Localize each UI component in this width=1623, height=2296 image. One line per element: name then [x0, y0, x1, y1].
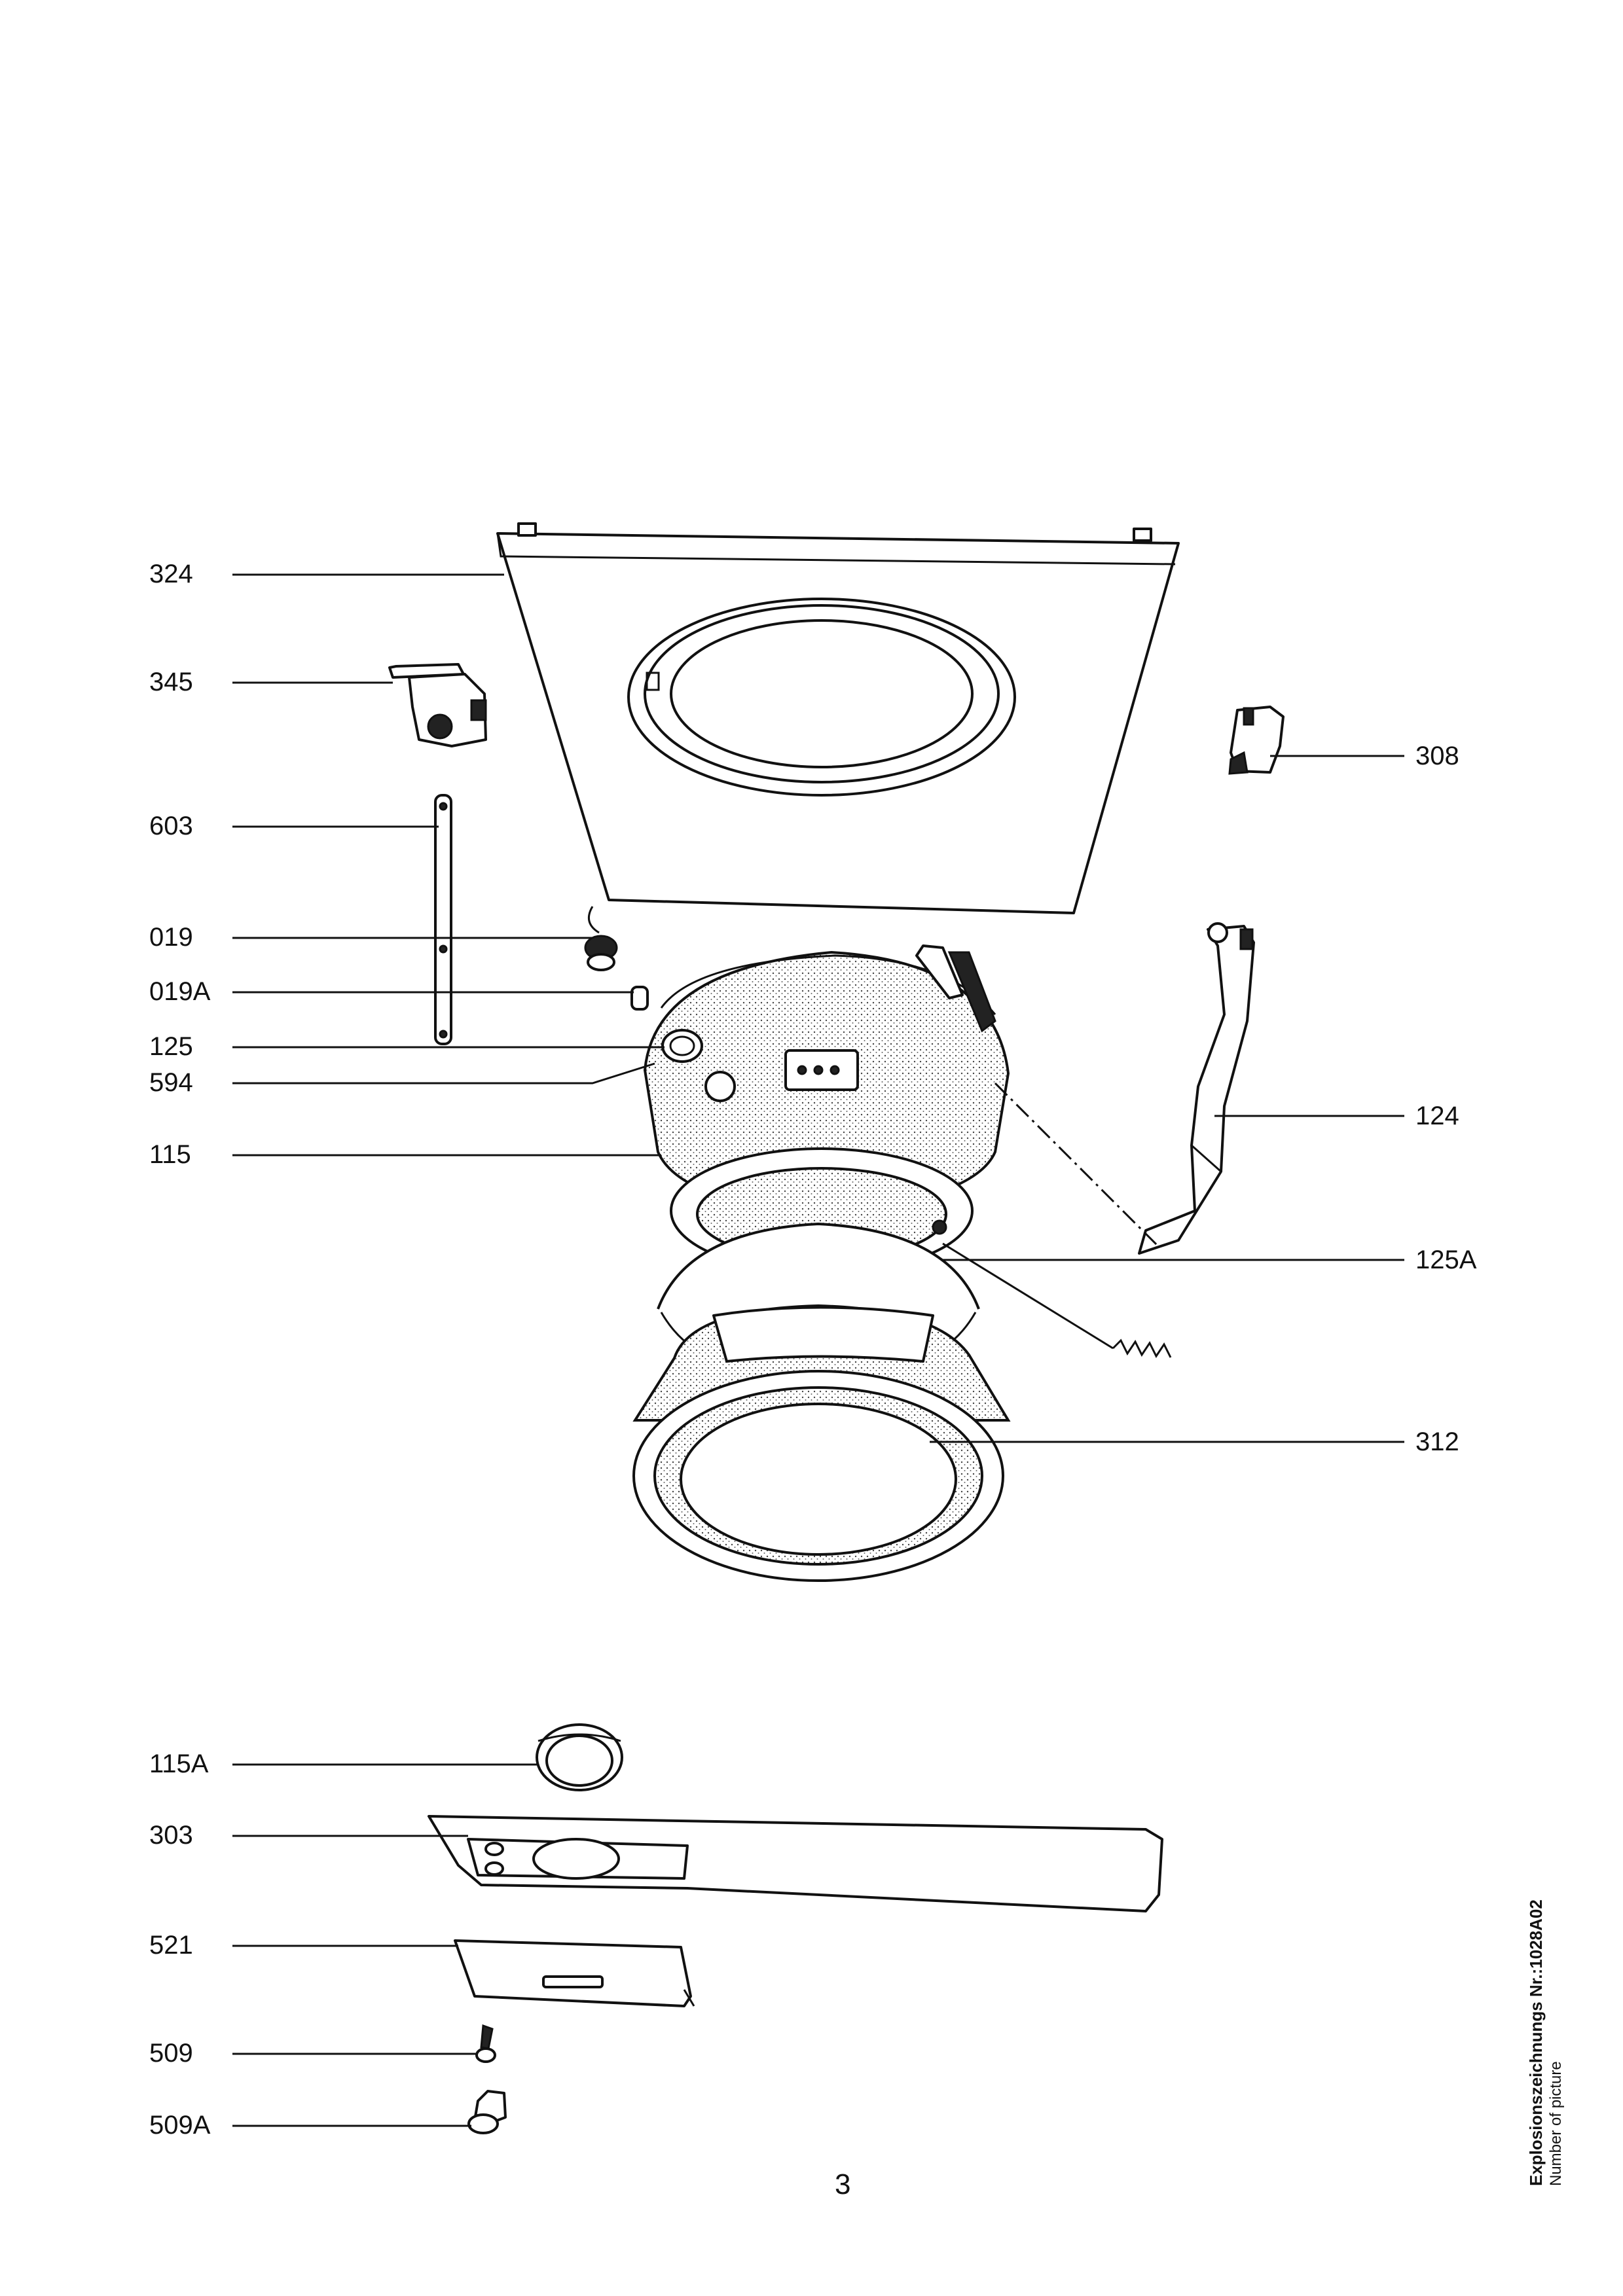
part-521-dispenser-front [454, 1939, 695, 2007]
drawing-number: Explosionszeichnungs Nr.:1028A02 [1526, 1899, 1546, 2186]
part-125A-spring [942, 1082, 1172, 1358]
picture-caption: Number of picture [1547, 2061, 1565, 2186]
part-115-gasket-ring [657, 1147, 980, 1350]
page-number: 3 [835, 2168, 850, 2200]
callout-521: 521 [149, 1931, 193, 1960]
part-115-tub-front [643, 944, 1010, 1216]
part-324-front-panel [496, 522, 1180, 914]
drawing-info: Explosionszeichnungs Nr.:1028A02 Number … [1525, 1833, 1578, 2186]
callout-345: 345 [149, 668, 193, 696]
part-308-door-catch [1228, 706, 1285, 775]
callout-019: 019 [149, 923, 193, 952]
callouts-right: 308 124 125A 312 [930, 742, 1477, 1456]
part-125-pressure-fitting [661, 1029, 703, 1063]
callout-115A: 115A [149, 1749, 209, 1778]
callout-115: 115 [149, 1140, 191, 1169]
callout-603: 603 [149, 812, 193, 840]
part-603-rod [434, 794, 452, 1045]
callouts-left: 324 345 603 019 019A 125 594 115 115A 30… [149, 560, 665, 2140]
part-115A-ring [536, 1723, 623, 1791]
callout-509A: 509A [149, 2111, 211, 2140]
callout-019A: 019A [149, 977, 211, 1006]
part-509A-knob [467, 2090, 507, 2134]
part-312-door-glass [632, 1304, 1011, 1582]
callout-125A: 125A [1415, 1246, 1477, 1274]
part-345-door-lock [388, 663, 487, 747]
callout-324: 324 [149, 560, 193, 588]
callout-312: 312 [1415, 1427, 1459, 1456]
leader-594 [232, 1062, 655, 1085]
part-019-lamp-holder [584, 906, 618, 971]
callout-125: 125 [149, 1032, 193, 1061]
part-124-hinge-arm [1138, 922, 1255, 1255]
callout-509: 509 [149, 2039, 193, 2068]
callout-308: 308 [1415, 742, 1459, 770]
callout-594: 594 [149, 1068, 193, 1097]
part-509-screw [475, 2024, 496, 2063]
callout-303: 303 [149, 1821, 193, 1850]
part-019A-lamp [630, 986, 649, 1011]
part-303-control-panel [428, 1815, 1163, 1912]
callout-124: 124 [1415, 1102, 1459, 1130]
